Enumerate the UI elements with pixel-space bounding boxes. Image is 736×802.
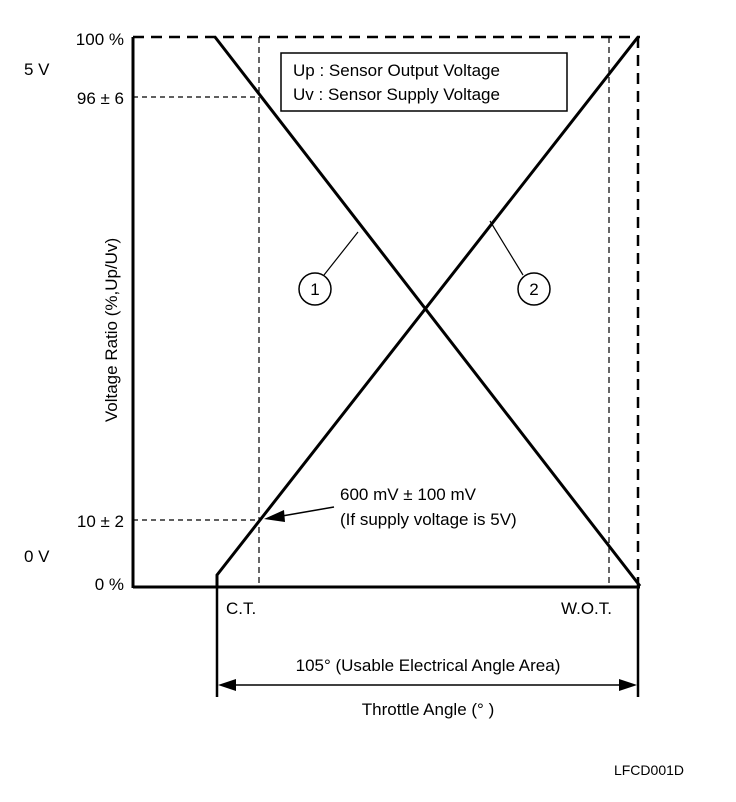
wot-label: W.O.T. <box>561 599 612 618</box>
y-top-voltage-label: 5 V <box>24 60 50 79</box>
curve-2-leader <box>489 220 524 276</box>
curve-2-marker <box>517 272 551 306</box>
usable-angle-label: 105° (Usable Electrical Angle Area) <box>296 656 561 675</box>
legend-line-1: Up : Sensor Output Voltage <box>293 61 500 80</box>
legend-box <box>280 52 568 112</box>
legend-line-2: Uv : Sensor Supply Voltage <box>293 85 500 104</box>
curve-1-number: 1 <box>310 280 319 299</box>
curve-1-leader <box>323 231 359 276</box>
y-axis-title: Voltage Ratio (%,Up/Uv) <box>102 238 121 422</box>
curve-1-marker <box>298 272 332 306</box>
annotation-line-2: (If supply voltage is 5V) <box>340 510 517 529</box>
curve-1-line <box>213 36 642 587</box>
x-axis-title: Throttle Angle (° ) <box>362 700 494 719</box>
y-bottom-voltage-label: 0 V <box>24 547 50 566</box>
ct-label: C.T. <box>226 599 256 618</box>
range-arrow-right-head <box>619 679 637 691</box>
y-top-percent-label: 100 % <box>76 30 124 49</box>
y-upper-mark-label: 96 ± 6 <box>77 89 124 108</box>
y-bottom-percent-label: 0 % <box>95 575 124 594</box>
range-arrow-left-head <box>218 679 236 691</box>
annotation-arrow-shaft <box>281 506 335 517</box>
curve-2-number: 2 <box>529 280 538 299</box>
curve-2-line <box>215 36 640 588</box>
figure-code: LFCD001D <box>614 762 684 778</box>
y-lower-mark-label: 10 ± 2 <box>77 512 124 531</box>
annotation-arrow-head <box>264 510 285 522</box>
annotation-line-1: 600 mV ± 100 mV <box>340 485 477 504</box>
